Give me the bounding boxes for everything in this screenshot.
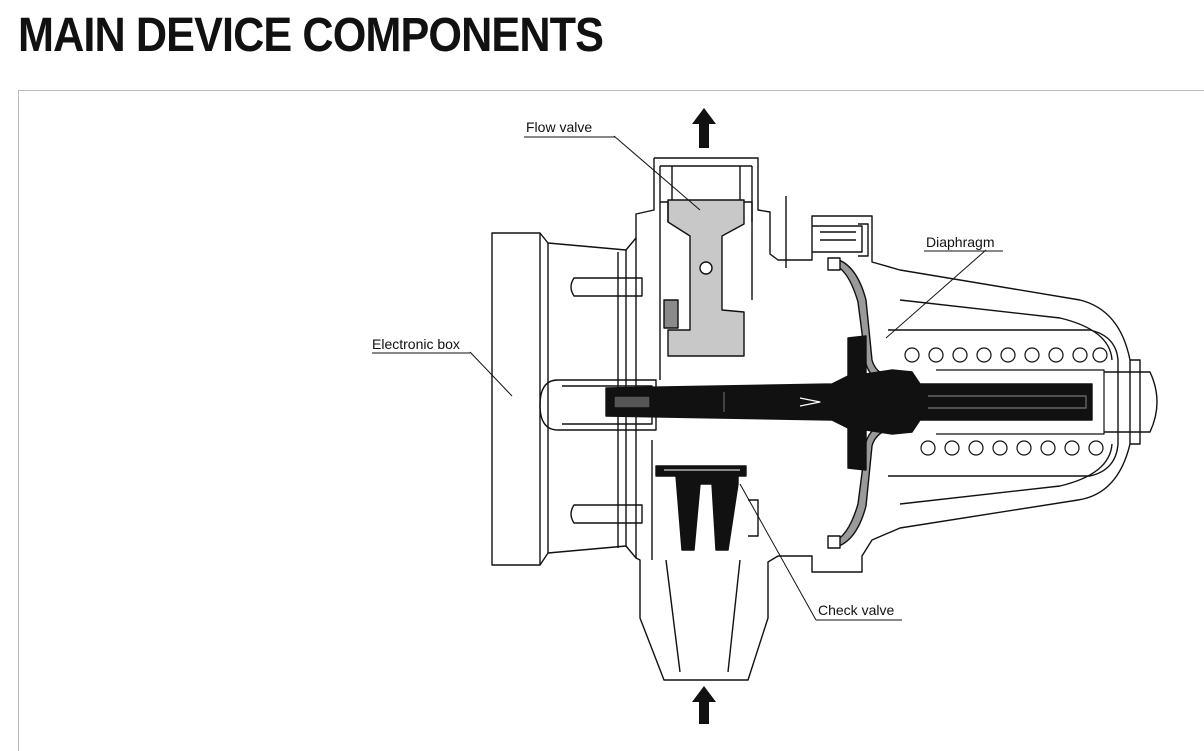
valve-body: [635, 157, 1158, 681]
inlet-arrow: [692, 686, 716, 724]
label-flow-valve: Flow valve: [526, 119, 592, 135]
page-title: MAIN DEVICE COMPONENTS: [18, 9, 604, 62]
label-diaphragm: Diaphragm: [926, 234, 994, 250]
flow-valve: [660, 199, 753, 357]
diagram-frame: [18, 90, 1204, 751]
leader-lines: [469, 135, 987, 621]
spring: [904, 347, 1108, 456]
label-electronic-box: Electronic box: [372, 336, 460, 352]
stem-assembly: [605, 335, 1093, 471]
outlet-arrow: [692, 108, 716, 148]
label-check-valve: Check valve: [818, 602, 894, 618]
check-valve: [655, 465, 747, 551]
